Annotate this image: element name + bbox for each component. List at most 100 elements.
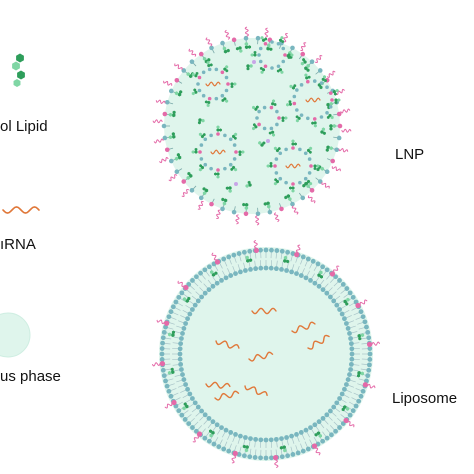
lipid-head bbox=[216, 444, 222, 450]
lipid-cluster bbox=[304, 63, 310, 73]
lipid-hexagon bbox=[191, 72, 195, 77]
lipid-hexagon bbox=[170, 367, 174, 372]
lipid-head bbox=[221, 256, 227, 262]
lipid-hexagon bbox=[207, 58, 211, 62]
lipid-head bbox=[298, 180, 302, 185]
lipid-hexagon bbox=[261, 38, 266, 43]
lipid-hexagon bbox=[306, 68, 310, 73]
lipid-head bbox=[223, 133, 227, 138]
lipid-cluster bbox=[316, 165, 324, 172]
lipid-head bbox=[263, 437, 269, 443]
lipid-hexagon bbox=[326, 102, 330, 107]
lnp-inner-micelles bbox=[191, 36, 341, 193]
lipid-head bbox=[181, 326, 187, 331]
lipid-hexagon bbox=[274, 178, 278, 182]
lipid-head bbox=[220, 206, 225, 212]
lipid-head bbox=[174, 169, 180, 175]
lipid-head bbox=[339, 311, 345, 317]
lipid-head bbox=[317, 68, 323, 73]
lipid-hexagon bbox=[222, 201, 227, 206]
lipid-hexagon bbox=[306, 63, 310, 68]
lipid-hexagon bbox=[228, 189, 232, 193]
lipid-cluster bbox=[206, 60, 213, 68]
lipid-head bbox=[247, 248, 253, 254]
lipid-hexagon bbox=[234, 167, 238, 172]
lipid-head bbox=[214, 422, 220, 428]
rna-strand bbox=[197, 201, 204, 210]
liposome-particle bbox=[151, 239, 381, 469]
lipid-head bbox=[283, 53, 287, 57]
lipid-head bbox=[161, 329, 167, 335]
lipid-head bbox=[269, 247, 274, 253]
lipid-hexagon bbox=[281, 116, 285, 120]
rna-strand bbox=[307, 195, 316, 204]
lipid-hexagon bbox=[245, 445, 249, 450]
lipid-hexagon bbox=[207, 63, 211, 68]
lipid-head bbox=[316, 283, 322, 289]
lipid-head bbox=[214, 96, 219, 101]
lnp-particle bbox=[152, 26, 352, 226]
lipid-hexagon bbox=[309, 146, 313, 151]
lipid-head bbox=[198, 150, 202, 154]
lipid-head bbox=[180, 372, 185, 377]
lipid-head bbox=[177, 356, 183, 362]
lipid-hexagon bbox=[289, 186, 292, 190]
peg-head bbox=[294, 252, 300, 258]
lipid-head bbox=[196, 82, 200, 86]
lipid-head bbox=[178, 361, 184, 367]
rna-strand bbox=[291, 205, 299, 215]
lipid-head bbox=[303, 427, 309, 433]
lipid-hexagon bbox=[269, 161, 273, 166]
lipid-head bbox=[307, 157, 312, 161]
lipid-cluster bbox=[273, 178, 279, 186]
lipid-cluster bbox=[198, 132, 206, 139]
lipid-head bbox=[220, 70, 225, 75]
lipid-cluster bbox=[356, 370, 364, 378]
lipid-head bbox=[275, 109, 279, 114]
lipid-hexagon bbox=[330, 115, 334, 120]
lipid-head bbox=[187, 311, 193, 317]
lipid-head bbox=[291, 146, 295, 150]
lipid-head bbox=[367, 362, 372, 368]
rna-strand bbox=[244, 385, 268, 397]
lipid-hexagon bbox=[167, 370, 172, 375]
lipid-hexagon bbox=[255, 105, 259, 109]
lipid-head bbox=[337, 425, 342, 430]
lipid-cluster bbox=[286, 100, 292, 107]
lipid-hexagon bbox=[281, 39, 285, 44]
lipid-head bbox=[320, 264, 326, 270]
lipid-head bbox=[258, 247, 263, 253]
lipid-hexagon bbox=[250, 53, 254, 57]
lipid-hexagon bbox=[259, 66, 263, 71]
lipid-head bbox=[216, 132, 220, 136]
lipid-head bbox=[347, 290, 353, 296]
lipid-head bbox=[258, 46, 263, 51]
hexagon-cluster-icon bbox=[12, 53, 25, 87]
lipid-cluster bbox=[225, 186, 232, 193]
lipid-head bbox=[181, 179, 187, 184]
lipid-head bbox=[255, 211, 261, 217]
lipid-hexagon bbox=[281, 118, 285, 123]
lipid-head bbox=[267, 209, 273, 215]
lipid-hexagon bbox=[329, 124, 333, 128]
lipid-hexagon bbox=[319, 85, 323, 90]
lipid-head bbox=[189, 59, 195, 64]
lipid-hexagon bbox=[234, 132, 238, 137]
lipid-hexagon bbox=[252, 105, 256, 110]
lipid-head bbox=[199, 157, 204, 161]
lipid-hexagon bbox=[313, 166, 317, 171]
lipid-head bbox=[360, 314, 366, 320]
lipid-cluster bbox=[232, 132, 238, 140]
lipid-head bbox=[168, 393, 174, 399]
lipid-hexagon bbox=[326, 145, 330, 150]
lipid-hexagon bbox=[244, 448, 249, 453]
lipid-head bbox=[255, 116, 259, 120]
lipid-head bbox=[306, 116, 310, 121]
rna-strand bbox=[235, 214, 240, 225]
lipid-head bbox=[276, 64, 281, 69]
lipid-hexagon bbox=[345, 302, 349, 306]
lipid-hexagon bbox=[283, 255, 288, 260]
lipid-head bbox=[337, 396, 342, 401]
lipid-head bbox=[192, 302, 198, 308]
lipid-head bbox=[243, 268, 248, 273]
